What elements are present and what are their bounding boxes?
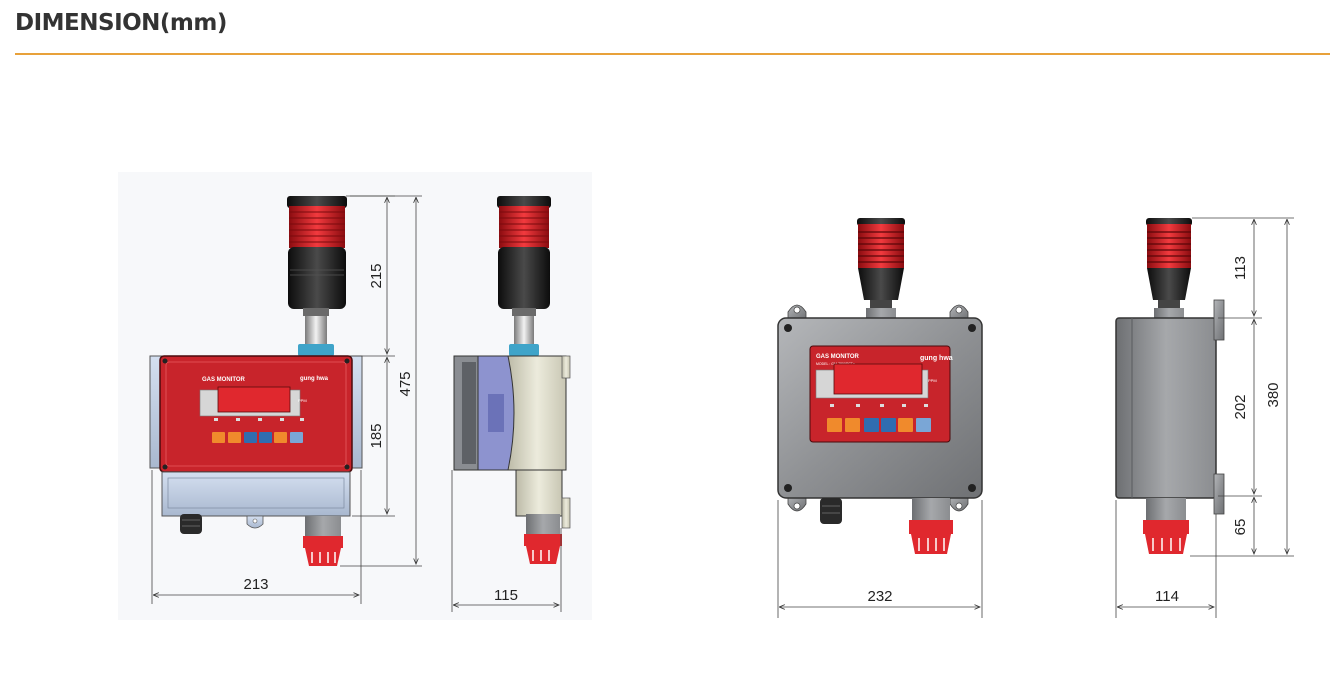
- display-screen-left: [217, 386, 291, 413]
- front-view-right: GAS MONITOR MODEL : GM-7800RSTx gung hwa…: [777, 218, 983, 618]
- dimension-lines-left: [151, 195, 422, 604]
- display-screen-right: [833, 363, 923, 395]
- title-underline: [15, 53, 1330, 55]
- section-header: DIMENSION(mm): [15, 10, 1330, 55]
- dim-width-side-right: 114: [1155, 588, 1179, 605]
- panel-logo-label-right: gung hwa: [920, 355, 953, 362]
- beacon-light-left: [287, 196, 347, 356]
- dim-top-height-left: 215: [368, 263, 385, 288]
- dim-bottom-height-right: 65: [1232, 519, 1249, 536]
- dim-width-front-left: 213: [243, 576, 268, 593]
- dim-body-height-left: 185: [368, 423, 385, 448]
- page-title: DIMENSION(mm): [15, 10, 227, 36]
- panel-buttons-right: [827, 418, 931, 432]
- side-view-left: 115: [451, 196, 571, 612]
- panel-unit-label-right: PPM: [928, 378, 937, 383]
- dim-width-front-right: 232: [867, 588, 892, 605]
- panel-brand-label-right: GAS MONITOR: [816, 354, 860, 360]
- panel-unit-label: PPM: [298, 398, 307, 403]
- dim-top-height-right: 113: [1232, 256, 1249, 280]
- enclosure-side-right: [1115, 317, 1217, 499]
- dim-width-side-left: 115: [494, 587, 518, 604]
- side-view-right: 113 202 65 380 114: [1115, 217, 1294, 618]
- dim-total-height-right: 380: [1265, 382, 1282, 407]
- panel-logo-label: gung hwa: [300, 376, 329, 382]
- panel-buttons-left: [212, 432, 303, 443]
- panel-brand-label: GAS MONITOR: [202, 377, 246, 383]
- dim-body-height-right: 202: [1232, 394, 1249, 419]
- dim-total-height-left: 475: [397, 371, 414, 396]
